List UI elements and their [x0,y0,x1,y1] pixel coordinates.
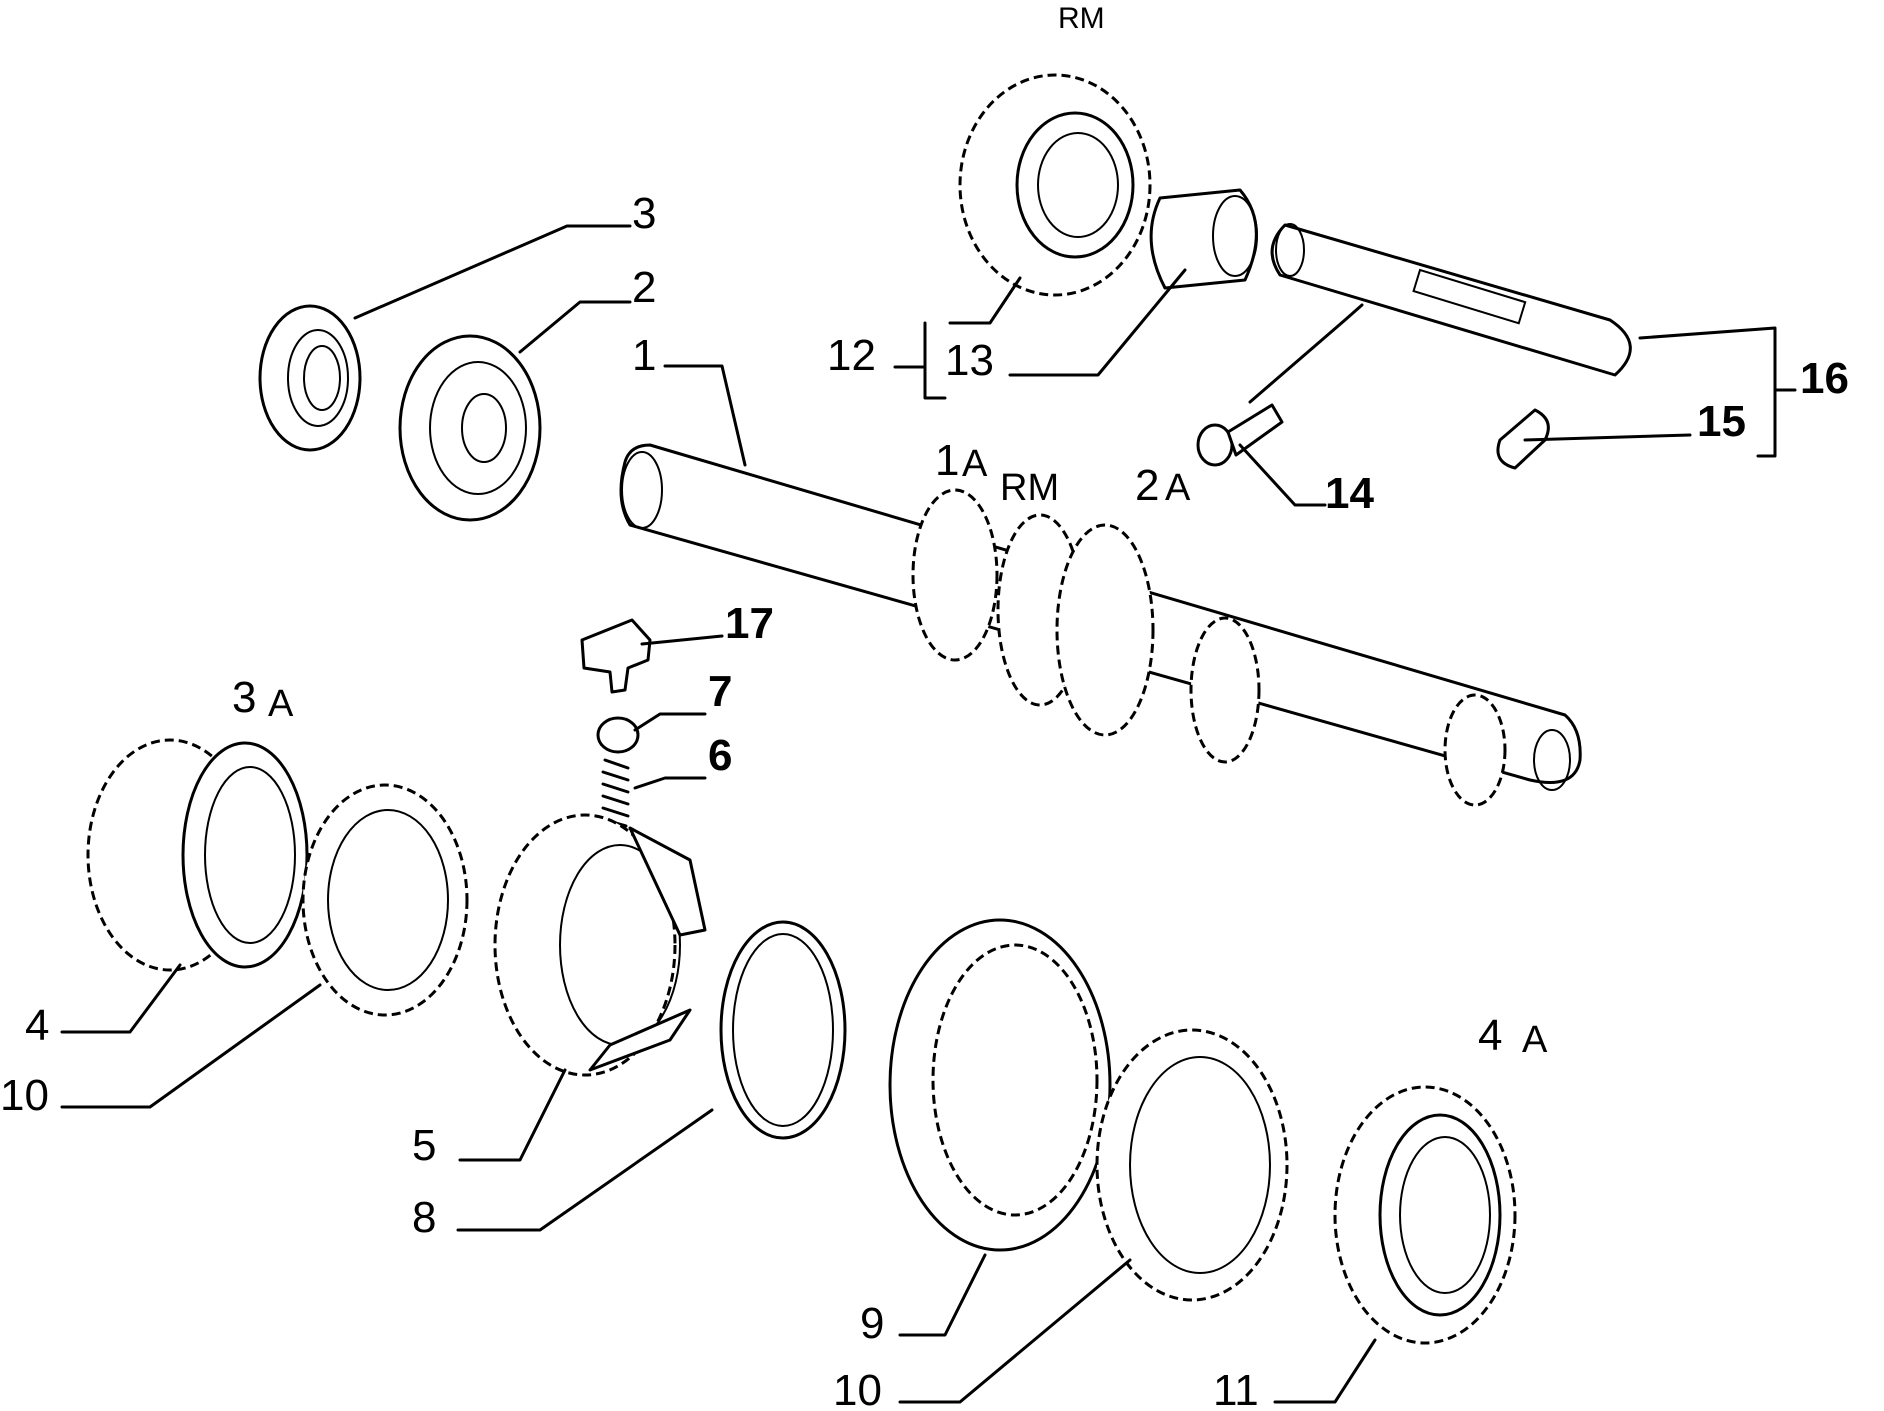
label-9: 9 [860,1299,884,1348]
main-shaft-part-1 [619,443,1582,807]
gear-part-4 [86,738,309,972]
screw-part-14 [1196,403,1284,467]
label-10-left: 10 [0,1071,49,1120]
label-3: 3 [632,189,656,238]
leader-lines [60,224,1797,1404]
gear-part-11 [1333,1085,1517,1345]
synchro-sleeve-part-9 [888,918,1112,1252]
label-1a-suffix: A [962,443,988,485]
bearing-part-2 [398,334,542,522]
label-12: 12 [827,331,876,380]
label-13: 13 [945,336,994,385]
label-4: 4 [25,1001,49,1050]
label-4a-suffix: A [1522,1019,1548,1061]
synchro-ring-part-10-right [1095,1028,1289,1302]
label-16: 16 [1800,354,1849,403]
reverse-shaft-part-16 [1270,223,1632,377]
label-7: 7 [708,667,732,716]
label-8: 8 [412,1193,436,1242]
clip-part-17 [580,618,652,694]
label-3a-suffix: A [268,683,294,725]
circlip-part-8 [719,920,847,1140]
label-5: 5 [412,1121,436,1170]
label-2a-number: 2 [1135,461,1159,510]
label-10-right: 10 [833,1366,882,1411]
synchro-ring-part-10-left [301,783,469,1017]
label-11: 11 [1213,1366,1259,1411]
label-1a-number: 1 [935,436,959,485]
label-2a-suffix: A [1165,467,1191,509]
bush-part-13 [1149,188,1258,290]
synchro-hub-part-5 [493,813,707,1077]
oil-seal-part-3 [258,304,362,452]
label-4a-number: 4 [1478,1011,1502,1060]
label-rm-mid: RM [1000,467,1059,509]
label-rm-top: RM [1058,2,1105,35]
label-17: 17 [725,599,774,648]
label-14: 14 [1325,469,1374,518]
label-3a-number: 3 [232,673,256,722]
label-6: 6 [708,731,732,780]
detent-cap-part-7 [596,716,640,754]
label-15: 15 [1697,397,1746,446]
reverse-gear-part-12 [958,73,1152,297]
label-1: 1 [632,331,656,380]
label-2: 2 [632,263,656,312]
spring-part-6 [601,758,630,828]
